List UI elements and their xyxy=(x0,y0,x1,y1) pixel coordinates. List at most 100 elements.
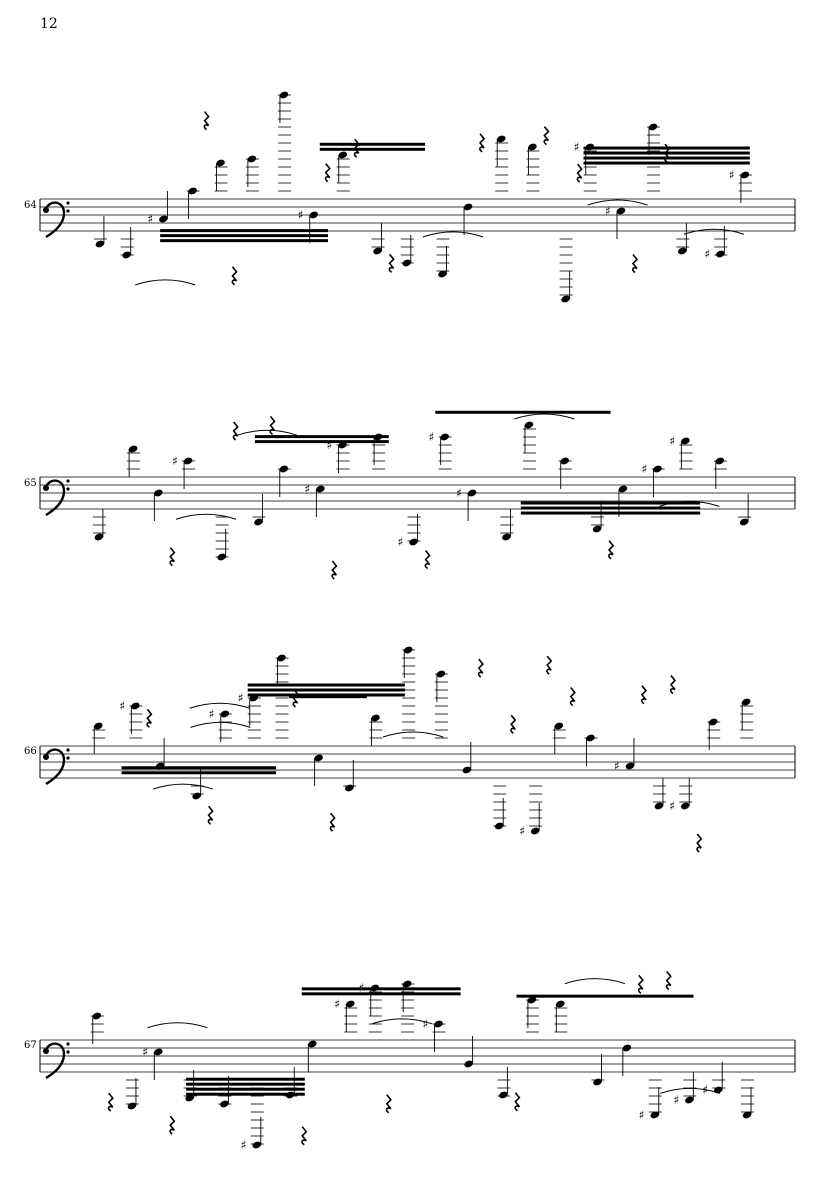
notehead xyxy=(463,203,473,211)
sharp-icon: ♯ xyxy=(119,699,125,713)
beam xyxy=(319,142,426,146)
notehead xyxy=(716,250,725,258)
beam xyxy=(121,771,277,775)
sharp-icon: ♯ xyxy=(298,208,304,222)
measure-number: 67 xyxy=(24,1040,37,1051)
notehead xyxy=(252,1141,262,1149)
notehead xyxy=(740,171,750,179)
notehead xyxy=(154,489,163,497)
notehead xyxy=(409,538,418,546)
notehead xyxy=(654,802,664,810)
notehead xyxy=(345,784,354,792)
sharp-icon: ♯ xyxy=(704,247,710,261)
notehead xyxy=(739,518,749,526)
notehead xyxy=(616,207,626,215)
bass-clef-dot xyxy=(43,485,49,491)
sharp-icon: ♯ xyxy=(142,1045,148,1059)
beam xyxy=(520,511,701,515)
notehead xyxy=(678,247,687,255)
notehead xyxy=(183,457,193,465)
beam xyxy=(301,992,461,996)
beam xyxy=(121,766,277,770)
bass-clef-dot xyxy=(66,1050,70,1054)
tie xyxy=(189,702,250,709)
bass-clef-dot xyxy=(66,748,70,752)
notehead xyxy=(159,215,168,223)
sharp-icon: ♯ xyxy=(669,434,675,448)
tie xyxy=(175,513,237,520)
rest-icon xyxy=(169,547,176,567)
notehead xyxy=(314,754,323,762)
sharp-icon: ♯ xyxy=(304,482,310,496)
bass-clef-dot xyxy=(66,209,70,213)
beam xyxy=(520,501,701,505)
notehead xyxy=(502,533,511,541)
beam xyxy=(247,688,405,692)
notehead xyxy=(685,1096,694,1104)
beam xyxy=(247,683,405,687)
rest-icon xyxy=(388,253,395,273)
notehead xyxy=(715,457,725,465)
rest-icon xyxy=(292,688,299,708)
notehead xyxy=(309,211,319,219)
measure-number: 66 xyxy=(24,746,37,757)
beam xyxy=(583,151,750,155)
tie xyxy=(564,978,626,985)
beam xyxy=(520,506,701,510)
rest-icon xyxy=(665,970,672,991)
rest-icon xyxy=(514,1092,521,1112)
notehead xyxy=(499,1091,508,1099)
notehead xyxy=(524,421,534,429)
notehead xyxy=(188,187,197,195)
notehead xyxy=(556,1000,565,1008)
bass-clef-dot xyxy=(66,1042,70,1046)
beam xyxy=(254,440,389,444)
tie xyxy=(135,279,196,286)
notehead xyxy=(373,247,382,255)
beam xyxy=(289,695,367,699)
bass-clef-icon xyxy=(44,1042,66,1080)
rest-icon xyxy=(146,708,153,728)
rest-icon xyxy=(424,550,431,570)
sharp-icon: ♯ xyxy=(642,462,648,476)
rest-icon xyxy=(608,540,615,560)
rest-icon xyxy=(669,675,677,695)
sharp-icon: ♯ xyxy=(327,438,333,452)
notehead xyxy=(338,441,347,449)
beam xyxy=(160,229,329,233)
bass-clef-icon xyxy=(44,479,66,517)
notehead xyxy=(403,646,413,654)
notehead xyxy=(220,710,230,718)
notehead xyxy=(496,135,506,143)
beam xyxy=(435,410,611,414)
rest-icon xyxy=(107,1092,114,1112)
notehead xyxy=(154,1048,163,1056)
measure-number: 65 xyxy=(24,478,37,489)
bass-clef-icon xyxy=(44,748,66,786)
rest-icon xyxy=(640,685,648,705)
measure-number: 64 xyxy=(24,200,37,211)
bass-clef-dot xyxy=(66,201,70,205)
notehead xyxy=(434,1020,443,1028)
rest-icon xyxy=(269,415,276,436)
beam xyxy=(186,1077,305,1081)
notehead xyxy=(650,1111,660,1119)
tie xyxy=(514,413,575,420)
bass-clef-dot xyxy=(66,487,70,491)
notehead xyxy=(279,465,289,473)
tie xyxy=(587,199,648,206)
notehead xyxy=(92,1012,102,1020)
notehead xyxy=(494,822,504,830)
tie xyxy=(152,783,214,790)
rest-icon xyxy=(543,126,550,146)
sharp-icon: ♯ xyxy=(519,824,525,838)
sharp-icon: ♯ xyxy=(398,535,404,549)
beam xyxy=(583,146,750,150)
notehead xyxy=(680,802,690,810)
tie xyxy=(371,1018,433,1025)
notehead xyxy=(371,714,380,722)
rest-icon xyxy=(637,974,644,994)
rest-icon xyxy=(203,111,210,131)
rest-icon xyxy=(232,421,239,441)
notehead xyxy=(560,457,570,465)
